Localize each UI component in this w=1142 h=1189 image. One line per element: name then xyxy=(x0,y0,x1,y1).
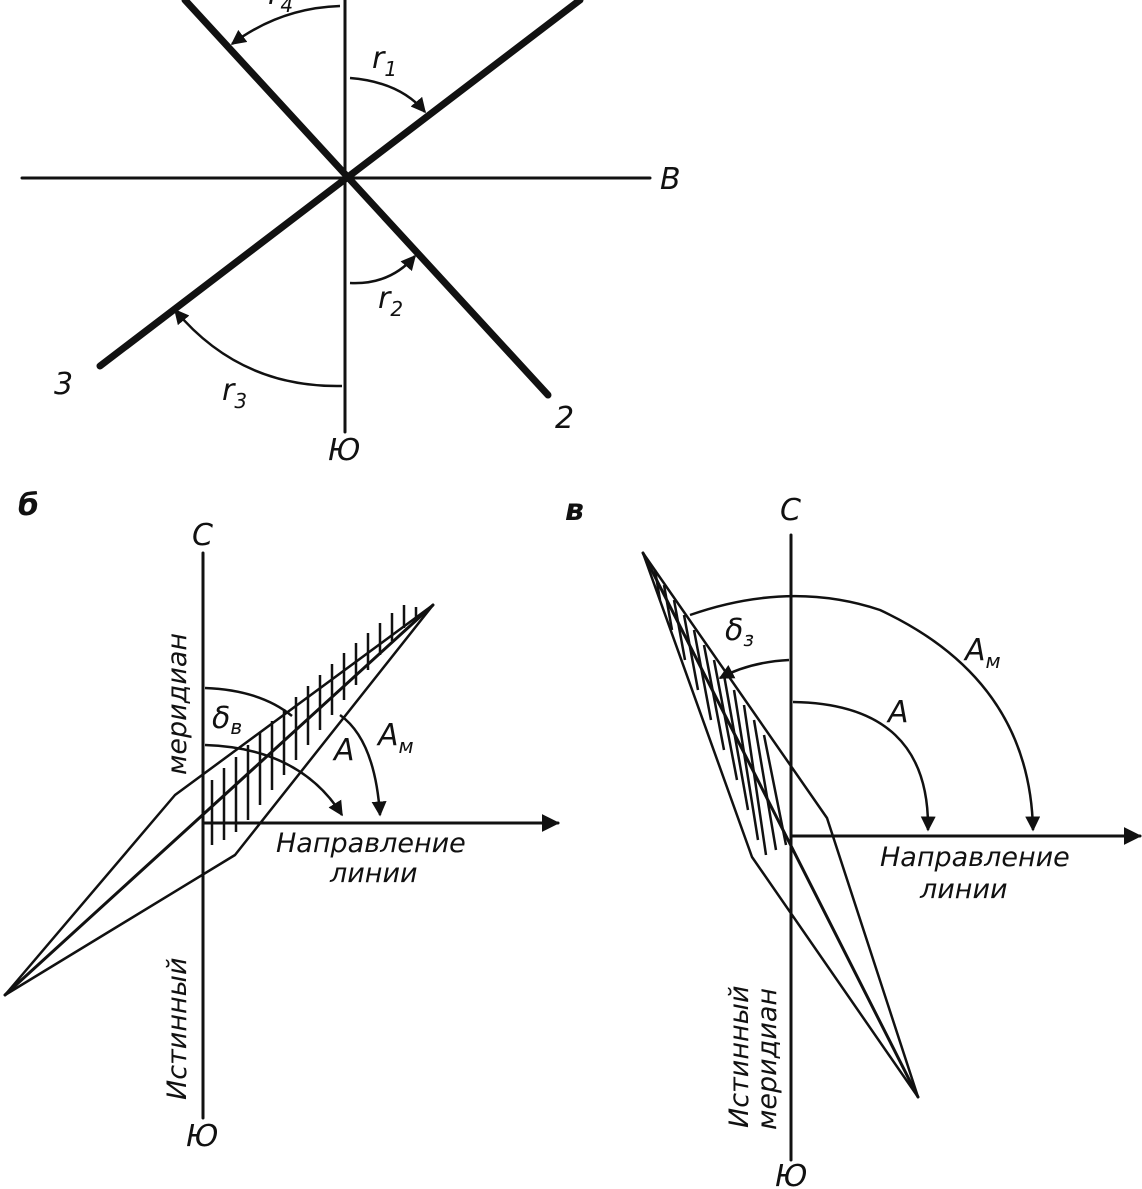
mag-azimuth-label-c: Aм xyxy=(963,633,1001,673)
arc-r2 xyxy=(349,254,416,285)
south-label-a: Ю xyxy=(328,433,360,468)
meridian-label-c1: Истинный xyxy=(724,986,755,1129)
arc-a-c xyxy=(792,700,936,832)
panel-c-west-declination: в С Ю Истинный меридиан δз A Aм На xyxy=(565,493,1142,1189)
direction-label-c2: линии xyxy=(919,874,1008,905)
line-2-label: 2 xyxy=(555,401,574,436)
south-label-c: Ю xyxy=(775,1159,807,1189)
arc-am-b xyxy=(339,713,387,817)
r4-label: r4 xyxy=(268,0,293,17)
line-4-2 xyxy=(181,0,552,399)
r2-label: r2 xyxy=(378,281,403,321)
south-label-b: Ю xyxy=(186,1119,218,1154)
line-1-3 xyxy=(96,0,584,370)
direction-label-b1: Направление xyxy=(276,828,466,859)
direction-label-c1: Направление xyxy=(880,842,1070,873)
arc-delta-c xyxy=(718,658,790,680)
arc-delta-b xyxy=(204,686,293,717)
panel-b-letter: б xyxy=(18,488,39,523)
r1-label: r1 xyxy=(372,41,397,81)
north-label-b: С xyxy=(192,518,213,553)
panel-a-rhumbs: r4 r1 r2 r3 В Ю 3 2 xyxy=(20,0,681,468)
r3-label: r3 xyxy=(222,373,247,413)
azimuth-label-c: A xyxy=(886,695,909,730)
arc-r1 xyxy=(349,76,426,114)
arc-am-c xyxy=(689,594,1041,832)
east-label: В xyxy=(660,162,681,197)
north-label-c: С xyxy=(780,493,801,528)
delta-label-b: δв xyxy=(212,701,242,739)
meridian-upper-b: меридиан xyxy=(162,633,193,775)
arc-a-b xyxy=(204,743,344,817)
panel-c-letter: в xyxy=(565,493,584,528)
meridian-label-c2: меридиан xyxy=(752,988,783,1130)
meridian-lower-b: Истинный xyxy=(162,958,193,1101)
mag-azimuth-label-b: Aм xyxy=(376,718,414,758)
arc-r3 xyxy=(174,308,343,388)
delta-label-c: δз xyxy=(725,613,754,651)
line-3-label: 3 xyxy=(54,367,73,402)
azimuth-label-b: A xyxy=(332,733,355,768)
arc-r4 xyxy=(230,4,341,46)
needle-c-hatching xyxy=(653,569,788,856)
panel-b-east-declination: б С Ю xyxy=(3,488,560,1154)
needle-b-axis xyxy=(3,603,435,997)
direction-label-b2: линии xyxy=(329,858,418,889)
